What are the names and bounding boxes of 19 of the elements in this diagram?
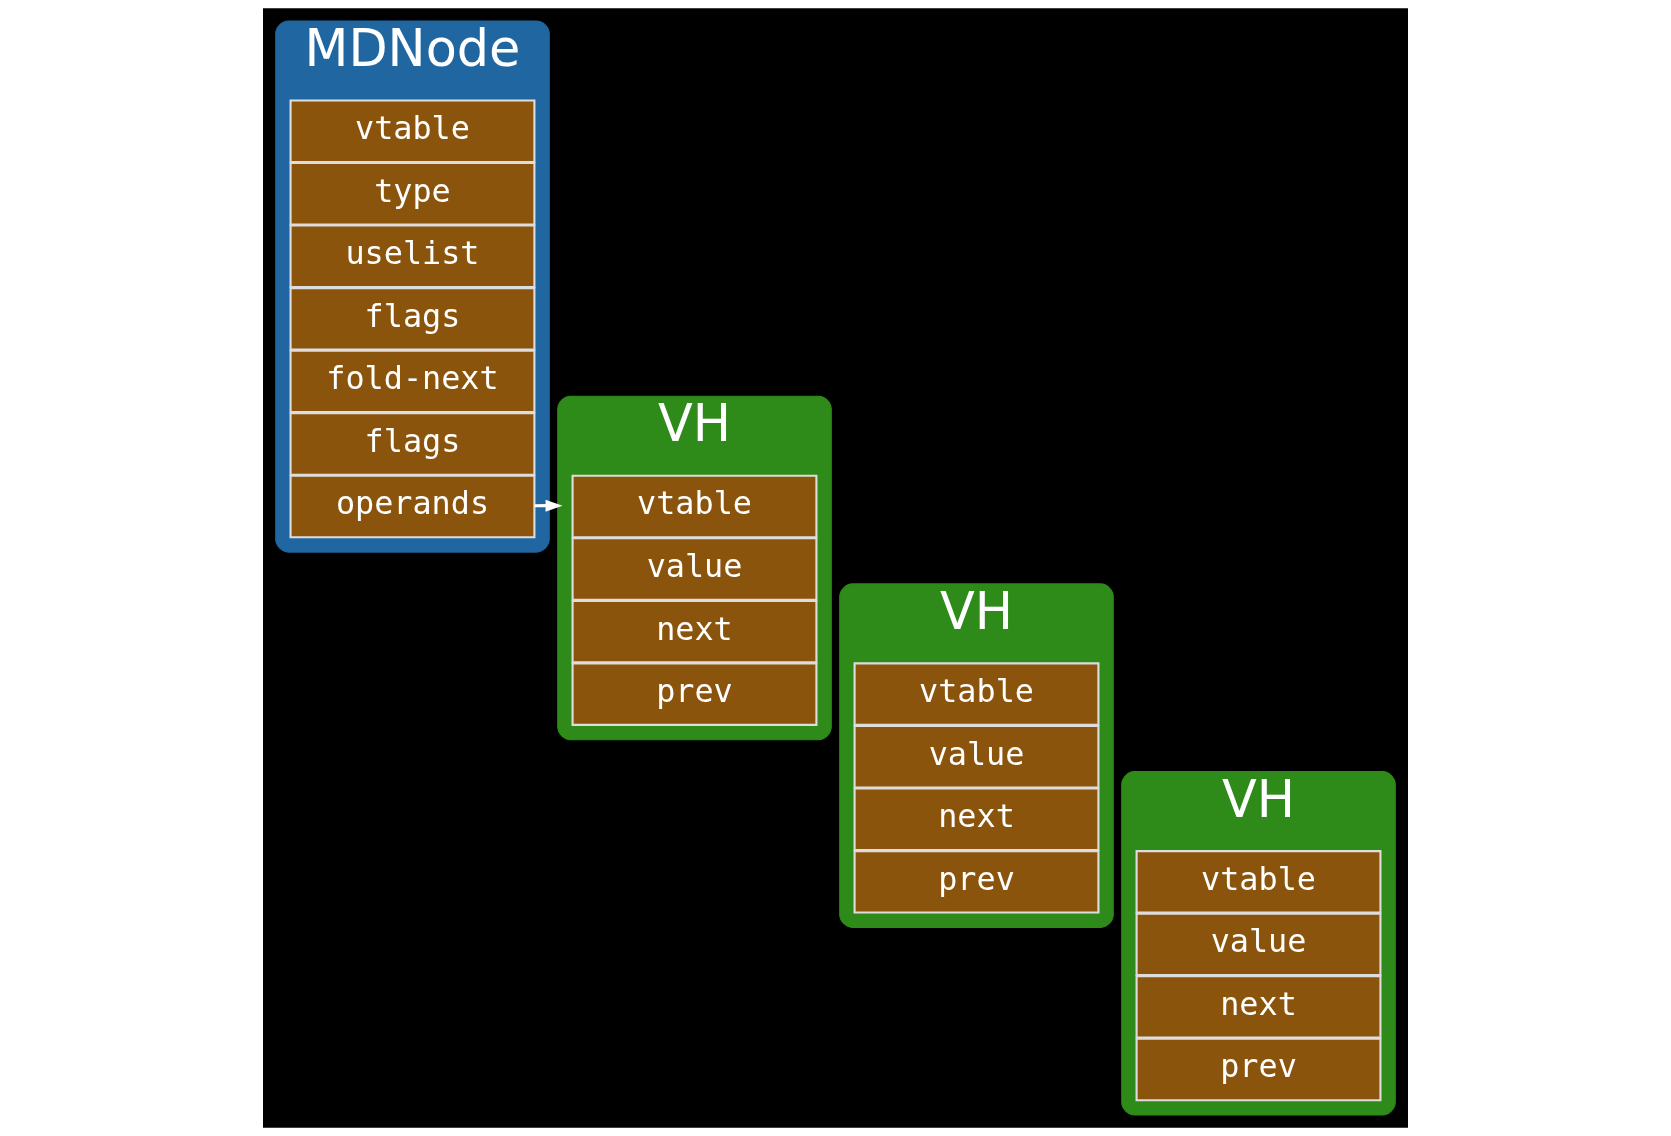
node-box: next bbox=[1135, 975, 1382, 1039]
node-box: next bbox=[853, 787, 1100, 852]
node-box: type bbox=[289, 161, 536, 226]
node-box: next bbox=[571, 599, 818, 664]
node-box: prev bbox=[853, 850, 1100, 914]
node-box: vtable bbox=[571, 474, 818, 539]
node-box: uselist bbox=[289, 224, 536, 289]
node-box: prev bbox=[571, 662, 818, 726]
node-box: value bbox=[1135, 912, 1382, 977]
node-box: value bbox=[853, 724, 1100, 789]
node-box: operands bbox=[289, 474, 536, 539]
node-box: vtable bbox=[289, 99, 536, 163]
node-box: fold-next bbox=[289, 349, 536, 414]
node-box: flags bbox=[289, 287, 536, 351]
node-box: prev bbox=[1135, 1037, 1382, 1102]
node-box: flags bbox=[289, 412, 536, 476]
node-box: value bbox=[571, 537, 818, 601]
node-box: vtable bbox=[1135, 850, 1382, 914]
node-box: vtable bbox=[853, 662, 1100, 726]
